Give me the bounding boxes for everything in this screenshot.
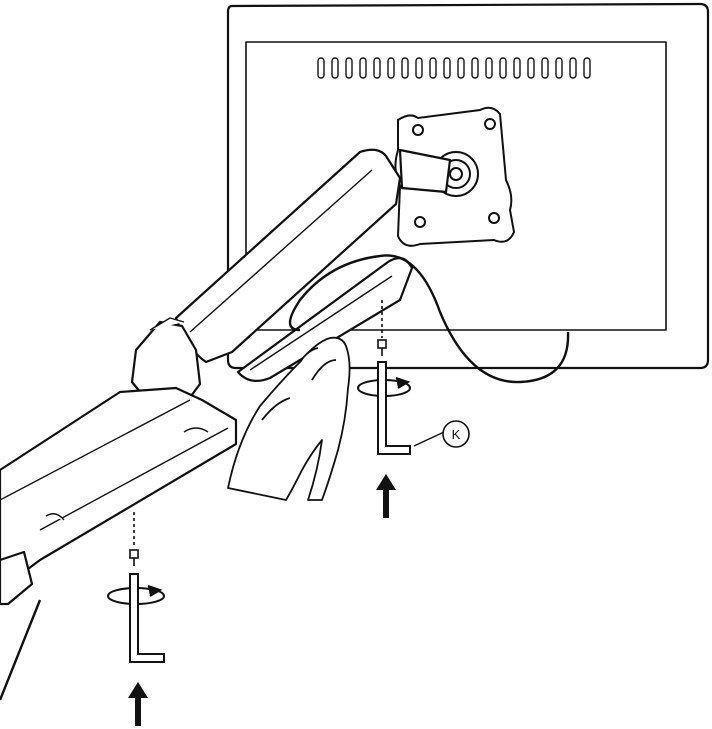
allen-key-icon (377, 361, 411, 455)
hands-icon (227, 336, 351, 501)
screw-icon (129, 512, 139, 566)
up-arrow-icon (376, 474, 396, 518)
vent-slots (317, 57, 591, 79)
screw-icon (377, 300, 387, 356)
up-arrow-icon (128, 682, 148, 726)
cable-icon (0, 254, 570, 701)
allen-key-icon (129, 573, 165, 663)
part-letter: K (452, 427, 461, 442)
part-callout: K (413, 420, 470, 448)
monitor-arm-icon (0, 148, 452, 606)
